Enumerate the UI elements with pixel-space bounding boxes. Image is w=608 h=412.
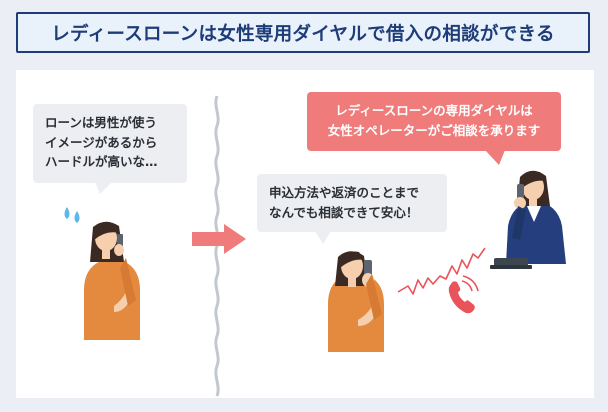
worry-line-3: ハードルが高いな… <box>45 154 158 169</box>
title-banner: レディースローンは女性専用ダイヤルで借入の相談ができる <box>16 12 590 53</box>
signal-wave-icon <box>397 247 486 295</box>
worried-woman-figure <box>84 221 140 340</box>
bubble-tail-left <box>95 182 112 194</box>
operator-speech-bubble: レディースローンの専用ダイヤルは 女性オペレーターがご相談を承ります <box>307 92 561 151</box>
operator-woman-figure <box>506 170 566 264</box>
right-arrow-icon <box>192 224 246 254</box>
relief-line-2: なんでも相談できて安心！ <box>269 204 419 220</box>
worry-speech-bubble: ローンは男性が使う イメージがあるから ハードルが高いな… <box>33 104 187 183</box>
page-title: レディースローンは女性専用ダイヤルで借入の相談ができる <box>51 23 555 45</box>
relief-line-1: 申込方法や返済のことまで <box>269 185 420 200</box>
bubble-tail-customer <box>315 231 331 244</box>
worry-line-1: ローンは男性が使う <box>45 115 157 130</box>
bubble-tail-operator <box>485 150 505 165</box>
desk-phone-icon <box>490 258 532 269</box>
worry-line-2: イメージがあるから <box>45 134 158 150</box>
customer-woman-figure <box>328 251 384 352</box>
phone-ringing-icon <box>448 275 479 314</box>
operator-line-1: レディースローンの専用ダイヤルは <box>335 103 533 118</box>
sweat-drops-icon <box>64 207 80 223</box>
relief-speech-bubble: 申込方法や返済のことまで なんでも相談できて安心！ <box>257 174 447 232</box>
operator-line-2: 女性オペレーターがご相談を承ります <box>327 123 541 138</box>
